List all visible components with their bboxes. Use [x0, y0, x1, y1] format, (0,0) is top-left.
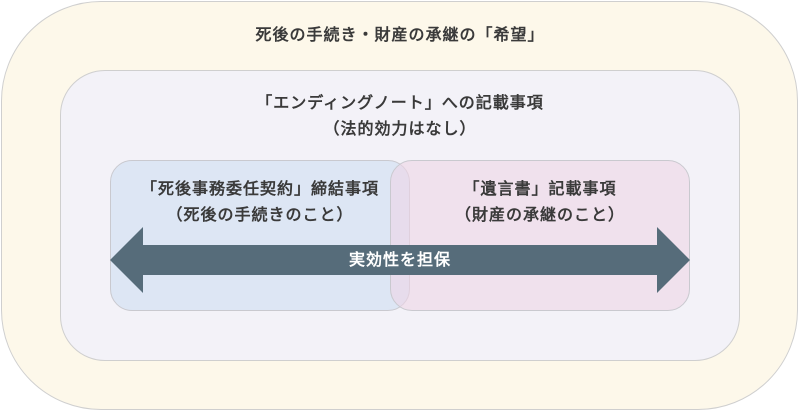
inner-region-label: 「エンディングノート」への記載事項 （法的効力はなし） — [60, 90, 740, 142]
inner-label-line2: （法的効力はなし） — [323, 119, 477, 138]
inner-label-line1: 「エンディングノート」への記載事項 — [256, 93, 544, 112]
left-label-line1: 「死後事務委任契約」締結事項 — [140, 179, 379, 198]
left-box-posthumous-affairs-contract — [110, 160, 410, 311]
left-label-line2: （死後の手続きのこと） — [166, 205, 354, 224]
outer-region-label: 死後の手続き・財産の承継の「希望」 — [255, 25, 545, 44]
left-box-label: 「死後事務委任契約」締結事項 （死後の手続きのこと） — [110, 176, 410, 228]
double-headed-arrow-icon — [110, 227, 690, 293]
arrow-label: 実効性を担保 — [348, 250, 451, 269]
right-box-will — [390, 160, 690, 311]
right-label-line2: （財産の承継のこと） — [454, 205, 625, 224]
right-label-line1: 「遺言書」記載事項 — [463, 179, 617, 198]
right-box-label: 「遺言書」記載事項 （財産の承継のこと） — [390, 176, 690, 228]
